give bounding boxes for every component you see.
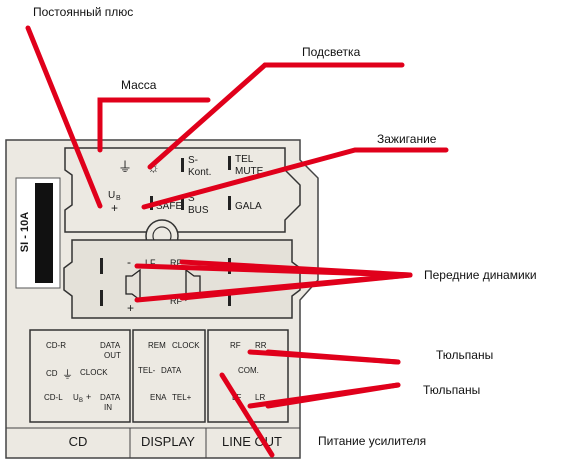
speaker-minus-top: - <box>127 255 131 269</box>
display-block-outline <box>132 329 206 423</box>
ub-plus-label: + <box>111 201 118 215</box>
label-backlight: Подсветка <box>302 45 361 59</box>
label-rca-2: Тюльпаны <box>423 383 481 397</box>
arrow-constant-plus <box>25 25 103 209</box>
s-label: S <box>188 193 195 204</box>
model-label: SI - 10A <box>19 212 31 252</box>
lineout-rf-label: RF <box>230 341 241 350</box>
pin-speaker-2 <box>100 290 103 306</box>
label-constant-plus: Постоянный плюс <box>33 5 134 19</box>
cd-block-outline <box>29 329 131 423</box>
arrow-rca-rr <box>265 349 401 365</box>
gala-label: GALA <box>235 201 262 212</box>
cd-ground-symbol: ⏚ <box>62 368 73 381</box>
mute-label: MUTE <box>235 166 264 177</box>
cd-l-label: CD-L <box>44 393 63 402</box>
s-kont-label-2: Kont. <box>188 167 211 178</box>
pin-speaker-4 <box>228 290 231 306</box>
cd-ub-sub-label: B <box>79 398 83 404</box>
bus-label: BUS <box>188 205 209 216</box>
label-front-speakers: Передние динамики <box>424 268 537 282</box>
pin-gala <box>228 196 231 210</box>
lineout-rr-label: RR <box>255 341 267 350</box>
tel-label: TEL <box>235 154 254 165</box>
lineout-lr-label: LR <box>255 393 265 402</box>
pin-s-bus <box>181 196 184 210</box>
tel-plus-label: TEL+ <box>172 393 192 402</box>
display-clock-label: CLOCK <box>172 341 200 350</box>
annotation-arrows <box>25 25 449 458</box>
tel-minus-label: TEL- <box>138 366 156 375</box>
display-data-label: DATA <box>161 366 182 375</box>
s-kont-label: S- <box>188 155 198 166</box>
speaker-plus-bottom: + <box>127 301 134 315</box>
bottom-display-label: DISPLAY <box>141 434 195 449</box>
label-ignition: Зажигание <box>377 132 437 146</box>
label-rca-1: Тюльпаны <box>436 348 494 362</box>
safe-label: SAFE <box>156 201 182 212</box>
pin-speaker-1 <box>100 258 103 274</box>
cd-out-label: OUT <box>104 351 121 360</box>
speaker-block-outline <box>63 239 301 319</box>
lineout-com-label: COM. <box>238 366 259 375</box>
rem-label: REM <box>148 341 166 350</box>
bottom-lineout-label: LINE OUT <box>222 434 282 449</box>
model-bar <box>35 183 53 283</box>
pin-tel <box>228 156 231 170</box>
arrow-speaker-2 <box>179 259 413 278</box>
cd-clock-label: CLOCK <box>80 368 108 377</box>
cd-in-label: IN <box>104 403 112 412</box>
speaker-rf-bottom-label: RF <box>170 296 182 306</box>
cd-ub-plus-label: + <box>86 392 91 402</box>
cd-r-label: CD-R <box>46 341 66 350</box>
ub-label: U <box>108 190 115 201</box>
arrow-ground <box>97 97 211 153</box>
cd-data-out-label: DATA <box>100 341 121 350</box>
label-amp-power: Питание усилителя <box>318 434 427 448</box>
cd-label: CD <box>46 369 58 378</box>
bottom-cd-label: CD <box>69 434 88 449</box>
cd-data-in-label: DATA <box>100 393 121 402</box>
ground-symbol: ⏚ <box>118 159 132 175</box>
ub-sub-label: B <box>116 195 121 202</box>
arrow-rca-lr <box>265 382 401 409</box>
arrow-amp-power <box>219 372 275 458</box>
speaker-rf-label: RF <box>170 258 182 268</box>
pin-s-kont <box>181 158 184 172</box>
arrow-ignition <box>141 147 449 210</box>
ena-label: ENA <box>150 393 167 402</box>
cd-ub-label: U <box>73 393 79 402</box>
arrow-backlight <box>147 62 268 170</box>
label-ground: Масса <box>121 78 157 92</box>
speaker-lf-label: LF <box>145 258 156 268</box>
arrow-speaker-4 <box>179 272 413 301</box>
lineout-block-outline <box>207 329 289 423</box>
